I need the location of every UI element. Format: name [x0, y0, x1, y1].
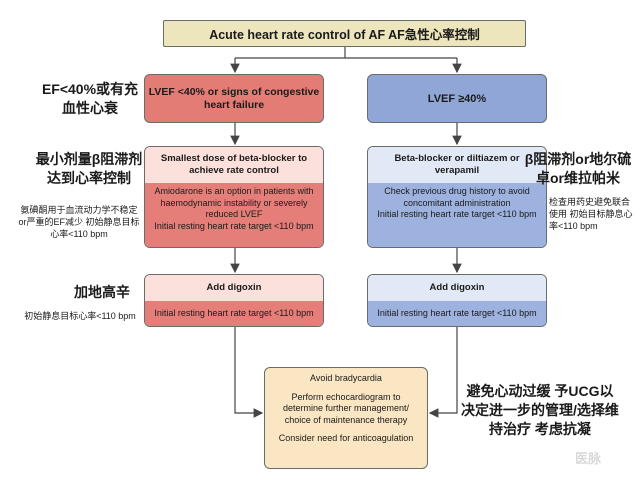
left-step2-title: Add digoxin: [145, 275, 323, 301]
left-step1-note: Amiodarone is an option in patients with…: [154, 186, 314, 219]
annotation-add-digoxin: 加地高辛: [74, 284, 130, 300]
arrow-right-to-final: [428, 327, 458, 418]
annotation-right-note: 检查用药史避免联合使用 初始目标静息心率<110 bpm: [549, 197, 633, 231]
right-step1-title: Beta-blocker or diltiazem or verapamil: [368, 147, 546, 183]
final-line-3: Consider need for anticoagulation: [278, 433, 414, 443]
right-step2-target: Initial resting heart rate target <110 b…: [368, 301, 546, 326]
left-step1-title: Smallest dose of beta-blocker to achieve…: [145, 147, 323, 183]
right-step2-card: Add digoxin Initial resting heart rate t…: [367, 274, 547, 327]
left-step2-target: Initial resting heart rate target <110 b…: [145, 301, 323, 326]
right-step2-title: Add digoxin: [368, 275, 546, 301]
lvef-low-box: LVEF <40% or signs of congestive heart f…: [144, 74, 324, 123]
diagram-title: Acute heart rate control of AF AF急性心率控制: [163, 20, 526, 47]
watermark: 医脉: [575, 451, 602, 466]
left-step2-card: Add digoxin Initial resting heart rate t…: [144, 274, 324, 327]
right-step1-target: Initial resting heart rate target <110 b…: [377, 209, 537, 219]
annotation-amiodarone: 氨碘酮用于血流动力学不稳定or严重的EF减少 初始静息目标心率<110 bpm: [18, 205, 140, 239]
arrow-left-to-final: [234, 327, 264, 418]
left-step1-body: Amiodarone is an option in patients with…: [145, 183, 323, 247]
final-line-1: Avoid bradycardia: [310, 373, 382, 383]
right-step1-card: Beta-blocker or diltiazem or verapamil C…: [367, 146, 547, 248]
annotation-left-target: 初始静息目标心率<110 bpm: [24, 311, 136, 321]
annotation-right-drugs: β阻滞剂or地尔硫卓or维拉帕米: [524, 151, 632, 186]
annotation-final: 避免心动过缓 予UCG以决定进一步的管理/选择维持治疗 考虑抗凝: [461, 383, 619, 437]
final-line-2: Perform echocardiogram to determine furt…: [282, 391, 410, 425]
left-step1-target: Initial resting heart rate target <110 b…: [154, 220, 314, 231]
right-step1-note: Check previous drug history to avoid con…: [384, 186, 530, 208]
final-box: Avoid bradycardia Perform echocardiogram…: [264, 367, 428, 469]
right-step1-body: Check previous drug history to avoid con…: [368, 183, 546, 247]
annotation-beta-blocker: 最小剂量β阻滞剂达到心率控制: [35, 151, 143, 186]
lvef-high-box: LVEF ≥40%: [367, 74, 547, 123]
left-step1-card: Smallest dose of beta-blocker to achieve…: [144, 146, 324, 248]
annotation-ef-low: EF<40%或有充血性心衰: [41, 81, 139, 116]
